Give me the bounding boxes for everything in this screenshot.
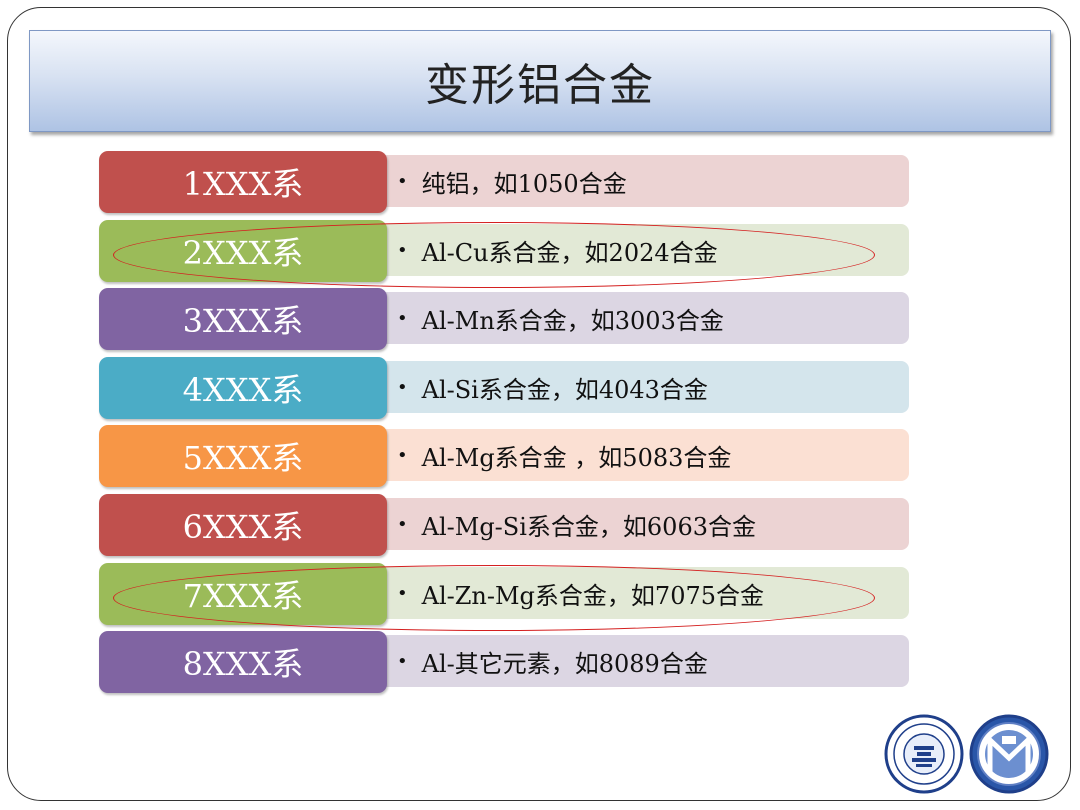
series-description: Al-其它元素，如8089合金	[421, 649, 708, 678]
series-label: 7XXX系	[99, 563, 387, 625]
logo-area	[884, 712, 1060, 796]
alloy-series-row: • Al-Zn-Mg系合金，如7075合金 7XXX系	[99, 563, 909, 625]
alloy-series-row: • Al-Mg-Si系合金，如6063合金 6XXX系	[99, 494, 909, 556]
series-label: 1XXX系	[99, 151, 387, 213]
series-description-box: • Al-Zn-Mg系合金，如7075合金	[379, 567, 909, 619]
bullet-icon: •	[397, 650, 408, 672]
series-label: 2XXX系	[99, 220, 387, 282]
series-description: Al-Cu系合金，如2024合金	[421, 238, 718, 267]
series-description: Al-Mg-Si系合金，如6063合金	[421, 512, 756, 541]
slide-title: 变形铝合金	[425, 60, 655, 111]
series-description: 纯铝，如1050合金	[421, 169, 627, 198]
alloy-series-row: • Al-Mg系合金 ，如5083合金 5XXX系	[99, 425, 909, 487]
bullet-icon: •	[397, 307, 408, 329]
logo-group	[884, 714, 1049, 794]
bullet-icon: •	[397, 376, 408, 398]
series-description: Al-Mn系合金，如3003合金	[421, 306, 724, 335]
series-description-box: • Al-Si系合金，如4043合金	[379, 361, 909, 413]
alloy-series-row: • Al-Mn系合金，如3003合金 3XXX系	[99, 288, 909, 350]
series-label: 8XXX系	[99, 631, 387, 693]
university-seal-icon	[884, 714, 964, 794]
series-description: Al-Zn-Mg系合金，如7075合金	[421, 581, 764, 610]
series-description-box: • Al-Mg-Si系合金，如6063合金	[379, 498, 909, 550]
series-description: Al-Si系合金，如4043合金	[421, 375, 708, 404]
bullet-icon: •	[397, 513, 408, 535]
series-description: Al-Mg系合金 ，如5083合金	[421, 443, 732, 472]
series-description-box: • Al-其它元素，如8089合金	[379, 635, 909, 687]
bullet-icon: •	[397, 239, 408, 261]
alloy-series-row: • Al-Cu系合金，如2024合金 2XXX系	[99, 220, 909, 282]
series-description-box: • Al-Cu系合金，如2024合金	[379, 224, 909, 276]
school-emblem-icon	[969, 714, 1049, 794]
bullet-icon: •	[397, 170, 408, 192]
alloy-series-row: • 纯铝，如1050合金 1XXX系	[99, 151, 909, 213]
bullet-icon: •	[397, 582, 408, 604]
bullet-icon: •	[397, 444, 408, 466]
series-description-box: • Al-Mg系合金 ，如5083合金	[379, 429, 909, 481]
alloy-series-row: • Al-Si系合金，如4043合金 4XXX系	[99, 357, 909, 419]
series-label: 5XXX系	[99, 425, 387, 487]
series-label: 3XXX系	[99, 288, 387, 350]
series-description-box: • Al-Mn系合金，如3003合金	[379, 292, 909, 344]
title-bar: 变形铝合金	[29, 30, 1051, 132]
series-description-box: • 纯铝，如1050合金	[379, 155, 909, 207]
series-label: 4XXX系	[99, 357, 387, 419]
alloy-series-row: • Al-其它元素，如8089合金 8XXX系	[99, 631, 909, 693]
series-label: 6XXX系	[99, 494, 387, 556]
